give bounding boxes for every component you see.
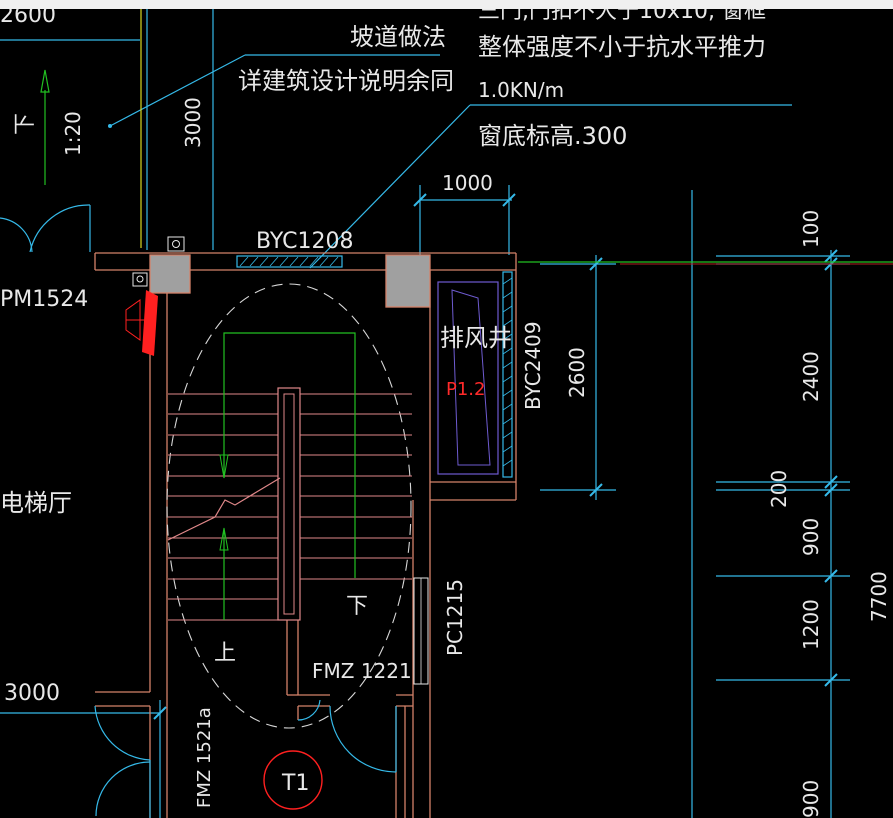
label-byc1208: BYC1208 (256, 229, 353, 254)
note-see-spec: 详建筑设计说明余同 (238, 67, 454, 95)
ramp-arrow-icon (40, 69, 50, 93)
dim-right-200: 200 (767, 470, 791, 508)
dim-slope: 1:20 (61, 111, 85, 156)
label-t1: T1 (281, 771, 309, 796)
note-cut-top: 三门,门扣不大于10x10, 窗框 (478, 9, 766, 24)
dimension-ticks (153, 193, 838, 720)
dim-3000-vertical: 3000 (181, 97, 205, 148)
label-up: 上 (214, 641, 236, 666)
fire-hydrant-icon (142, 290, 158, 356)
window-byc2409-hatch (502, 277, 513, 467)
dim-right-900: 900 (799, 518, 823, 556)
dim-right-1200: 1200 (799, 599, 823, 650)
dim-2600: 2600 (565, 347, 589, 398)
label-fmz1221: FMZ 1221 (312, 659, 412, 683)
note-strength: 整体强度不小于抗水平推力 (478, 33, 766, 61)
cad-drawing-canvas[interactable]: 2600 三门,门扣不大于10x10, 窗框 坡道做法 整体强度不小于抗水平推力… (0, 9, 893, 818)
dim-right-2400: 2400 (799, 351, 823, 402)
stair-break-line (167, 477, 281, 541)
column-left (149, 254, 191, 294)
up-arrow-icon (219, 527, 229, 551)
dim-right-100: 100 (799, 210, 823, 248)
label-exhaust-shaft: 排风井 (440, 324, 512, 352)
note-ramp: 坡道做法 (350, 23, 446, 51)
fire-symbol-icon (125, 299, 141, 341)
pipe-symbol (167, 236, 185, 252)
column-right (385, 254, 431, 308)
walls[interactable] (94, 252, 517, 818)
label-byc2409: BYC2409 (521, 321, 545, 410)
label-p12: P1.2 (446, 379, 485, 400)
label-down-ramp: 下 (13, 113, 38, 135)
doors[interactable] (0, 204, 397, 818)
note-sill: 窗底标高.300 (478, 122, 627, 150)
dim-right-900-bottom: 900 (799, 780, 823, 818)
dim-right-7700: 7700 (867, 571, 891, 622)
stair-treads-right (300, 393, 412, 580)
window-byc2409[interactable] (502, 271, 513, 478)
pipe-symbol-circle (172, 240, 180, 248)
down-arrow-icon (219, 454, 229, 479)
label-pc1215: PC1215 (443, 579, 467, 656)
window-byc1208-hatch (239, 256, 339, 267)
exhaust-duct-outline (451, 289, 491, 466)
label-elevator-hall: 电梯厅 (0, 489, 72, 517)
exhaust-shaft-box[interactable] (437, 281, 499, 475)
label-down: 下 (346, 594, 368, 619)
pipe-symbol-2-circle (136, 275, 144, 283)
window-byc1208[interactable] (236, 255, 343, 268)
stair-treads-left (168, 393, 278, 621)
stair-handrail-inner (283, 393, 295, 615)
leader-dot (108, 124, 112, 128)
pipe-symbol-2 (132, 272, 148, 287)
t1-marker-circle[interactable] (263, 750, 323, 810)
stair-handrail-outer (277, 387, 301, 621)
dimension-lines (0, 9, 850, 818)
dim-1000: 1000 (442, 171, 493, 195)
stair-walk-line (223, 332, 356, 620)
dim-top-left: 2600 (0, 9, 56, 28)
note-force: 1.0KN/m (478, 78, 564, 102)
top-toolbar-strip (0, 0, 893, 9)
stair-smoke-zone (166, 283, 412, 729)
label-fmz1521a: FMZ 1521a (194, 707, 215, 808)
label-pm1524: PM1524 (0, 287, 88, 312)
dim-3000-bottom: 3000 (4, 681, 60, 706)
